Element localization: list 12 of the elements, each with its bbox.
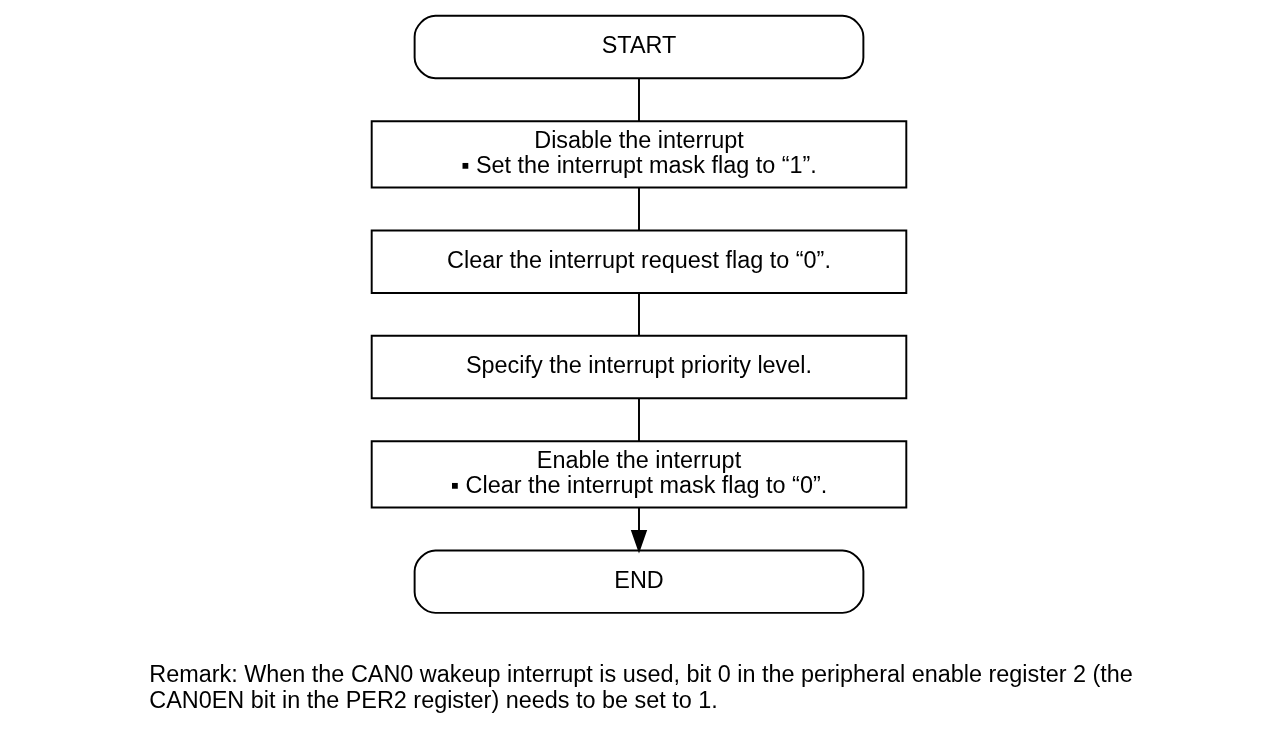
connector: [637, 292, 640, 337]
node-box: Enable the interrupt ▪ Clear the interrupt mask flag to “0”.: [370, 440, 907, 509]
node-box: Clear the interrupt request flag to “0”.: [370, 229, 907, 294]
arrow: [630, 506, 647, 554]
connector: [637, 397, 640, 443]
connector: [637, 186, 640, 232]
node-box: Disable the interrupt ▪ Set the interrupt mask flag to “1”.: [370, 120, 907, 189]
node-box: Specify the interrupt priority level.: [370, 334, 907, 400]
node-box: END: [413, 549, 864, 614]
node-box: START: [413, 14, 864, 80]
label: Remark: When the CAN0 wakeup interrupt is used, bit 0 in the peripheral enable register 2 (the CAN0EN bit in the PER2 register) needs to be set to 1.: [148, 661, 1133, 713]
connector: [637, 77, 640, 123]
